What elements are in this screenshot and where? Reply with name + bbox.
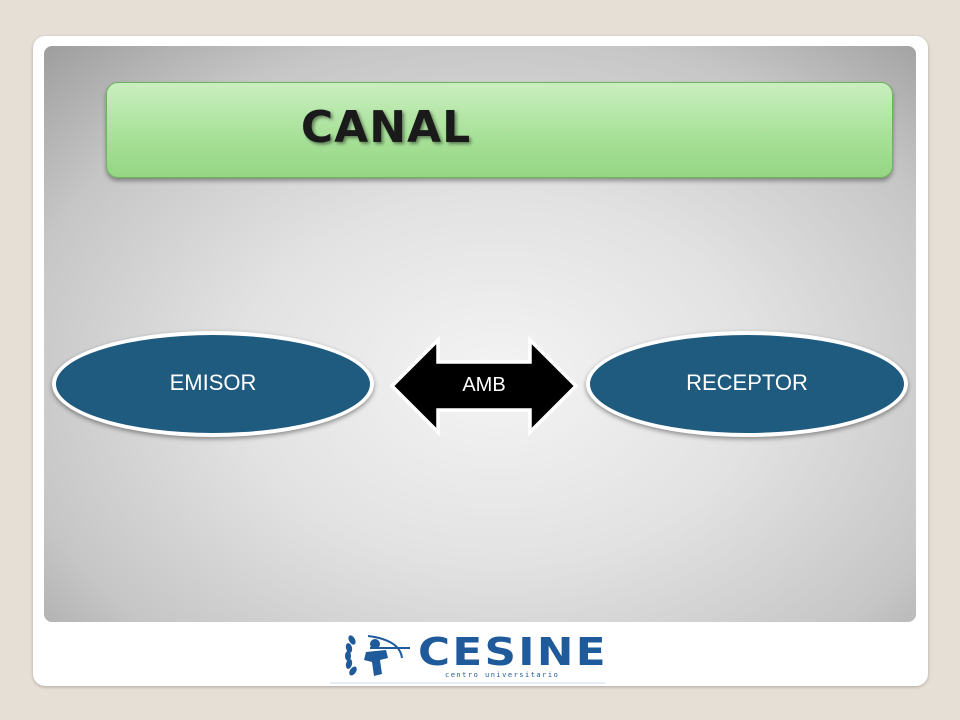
receiver-oval: RECEPTOR bbox=[586, 331, 908, 437]
footer-logo: CESINE centro universitario bbox=[330, 624, 608, 684]
sender-label: EMISOR bbox=[169, 370, 257, 395]
double-arrow-icon bbox=[389, 335, 579, 437]
laurel-archer-icon bbox=[345, 635, 410, 676]
footer-divider bbox=[330, 682, 605, 684]
logo-wordmark: CESINE bbox=[418, 630, 608, 674]
logo-subtitle: centro universitario bbox=[445, 671, 560, 679]
title-banner bbox=[106, 82, 893, 178]
receiver-label: RECEPTOR bbox=[686, 370, 808, 395]
sender-oval: EMISOR bbox=[52, 331, 374, 437]
connector-label: AMB bbox=[462, 374, 506, 396]
slide-title: CANAL bbox=[300, 102, 472, 153]
